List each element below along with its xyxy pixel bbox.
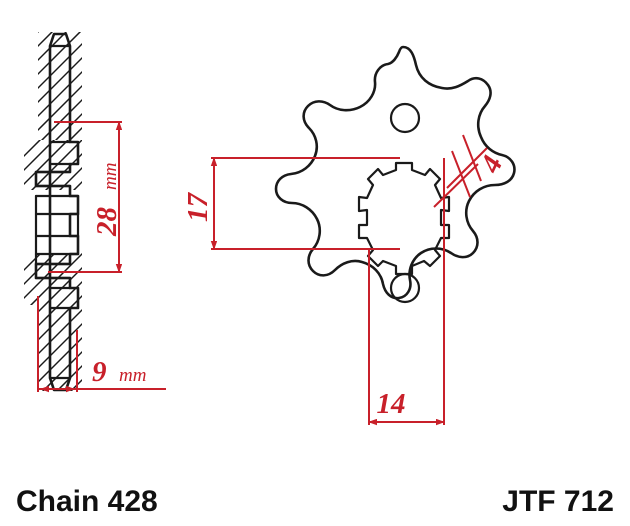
dim-9-value: 9 xyxy=(92,356,107,388)
chain-caption: Chain 428 xyxy=(16,485,158,518)
bolt-hole-upper xyxy=(389,102,421,134)
dimension-14: 14 xyxy=(368,158,445,426)
part-number-caption: JTF 712 xyxy=(502,485,614,518)
dim-28-value: 28 xyxy=(91,207,123,238)
side-section-view xyxy=(24,32,82,392)
dim-9-unit: mm xyxy=(119,365,146,386)
dimension-28mm: 28 mm xyxy=(48,121,123,273)
sprocket-teeth-outline xyxy=(274,45,516,300)
section-internal-lines xyxy=(34,44,80,380)
hatch-upper-flange xyxy=(24,140,82,190)
dim-28-unit: mm xyxy=(100,163,121,190)
bolt-hole-lower xyxy=(389,272,421,304)
dim-17-value: 17 xyxy=(182,192,214,223)
dim-14-value: 14 xyxy=(377,388,406,420)
splined-bore xyxy=(357,161,451,276)
dimension-9mm: 9 mm xyxy=(37,296,166,393)
front-face-view xyxy=(274,45,516,304)
